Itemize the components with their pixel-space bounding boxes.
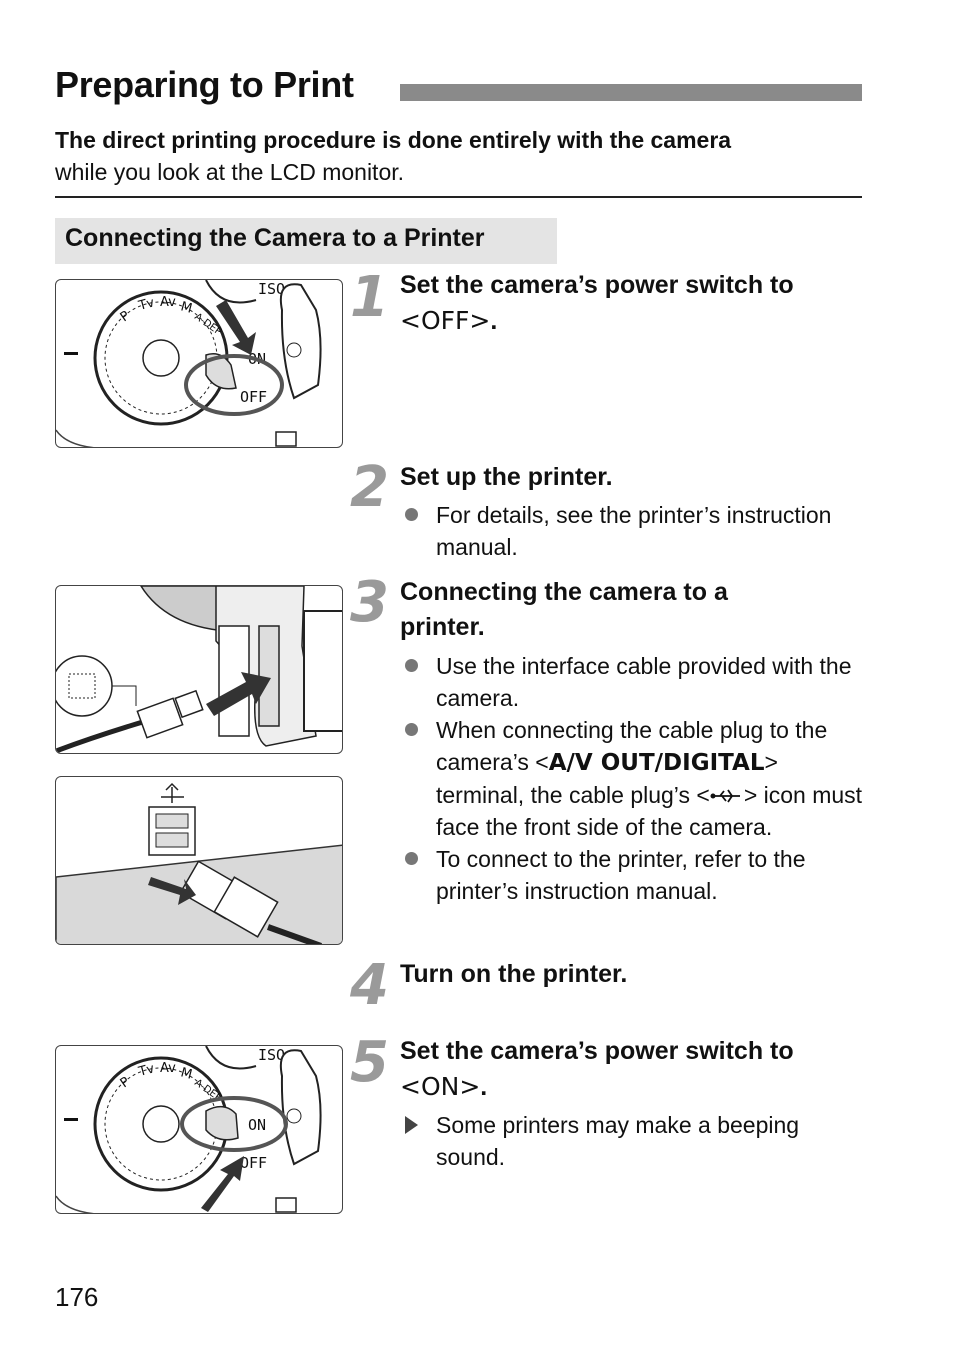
step-5-heading-period: .: [480, 1073, 488, 1101]
step-2-bullets: For details, see the printer’s instructi…: [405, 499, 870, 563]
intro-paragraph: The direct printing procedure is done en…: [55, 124, 865, 188]
step-5-bullets: Some printers may make a beeping sound.: [405, 1109, 870, 1173]
bullet-icon: [405, 714, 436, 843]
list-item: When connecting the cable plug to the ca…: [405, 714, 870, 843]
figure-power-on: P Tv Av M A-DEP ISO ON OFF: [55, 1045, 343, 1214]
bullet-text: For details, see the printer’s instructi…: [436, 502, 832, 560]
step-1-heading: Set the camera’s power switch to <OFF>.: [400, 268, 870, 339]
off-label: OFF: [240, 388, 267, 406]
iso-label: ISO: [258, 1046, 285, 1064]
bullet-text-part: > icon must face the front side of the c…: [436, 782, 863, 840]
step-5-on-code: <ON>: [400, 1072, 481, 1101]
step-2-number: 2: [350, 455, 389, 520]
step-1-number: 1: [350, 265, 389, 330]
figure-power-off: P Tv Av M A-DEP ISO ON OFF: [55, 279, 343, 448]
intro-bold: The direct printing procedure is done en…: [55, 127, 732, 153]
dial-label-av: Av: [160, 295, 176, 310]
iso-label: ISO: [258, 280, 285, 298]
bullet-text: When connecting the cable plug to the ca…: [436, 714, 870, 843]
bullet-icon: [405, 499, 436, 563]
figure-cable-connect: [55, 585, 343, 754]
dial-label-m: M: [179, 299, 194, 316]
dial-label-tv: Tv: [136, 1061, 156, 1080]
page-number: 176: [55, 1282, 99, 1312]
step-4-heading: Turn on the printer.: [400, 960, 628, 988]
step-3-heading: Connecting the camera to a printer.: [400, 578, 728, 641]
step-2-heading: Set up the printer.: [400, 463, 613, 491]
divider: [55, 196, 862, 198]
dial-label-tv: Tv: [136, 295, 156, 314]
bullet-text: Use the interface cable provided with th…: [436, 653, 852, 711]
bullet-text-part: When connecting the cable plug to the ca…: [436, 717, 828, 775]
step-3-number: 3: [350, 570, 389, 635]
list-item: For details, see the printer’s instructi…: [405, 499, 870, 563]
arrow-icon: [405, 1109, 436, 1173]
dial-label-av: Av: [160, 1061, 176, 1076]
list-item: Some printers may make a beeping sound.: [405, 1109, 870, 1173]
on-label: ON: [248, 1116, 266, 1134]
list-item: To connect to the printer, refer to the …: [405, 843, 870, 907]
page-title: Preparing to Print: [55, 64, 354, 105]
step-1-off-code: <OFF>: [400, 306, 491, 335]
intro-normal: while you look at the LCD monitor.: [55, 159, 405, 185]
list-item: Use the interface cable provided with th…: [405, 650, 870, 714]
step-5-heading-text: Set the camera’s power switch to: [400, 1037, 794, 1065]
bullet-text-part: > terminal, the cable plug’s <: [436, 749, 778, 808]
usb-icon: [161, 782, 184, 803]
av-out-digital-code: A/V OUT/DIGITAL: [548, 750, 765, 776]
step-5-number: 5: [350, 1030, 389, 1095]
usb-icon: [710, 789, 740, 803]
title-rule-bar: [400, 84, 862, 101]
bullet-text: Some printers may make a beeping sound.: [436, 1112, 800, 1170]
step-4-number: 4: [350, 953, 389, 1018]
figure-usb-plug: [55, 776, 343, 945]
step-3-bullets: Use the interface cable provided with th…: [405, 650, 870, 907]
dial-label-m: M: [179, 1065, 194, 1082]
off-label: OFF: [240, 1154, 267, 1172]
step-1-heading-text: Set the camera’s power switch to: [400, 271, 794, 299]
bullet-icon: [405, 650, 436, 714]
bullet-icon: [405, 843, 436, 907]
bullet-text: To connect to the printer, refer to the …: [436, 846, 806, 904]
section-heading: Connecting the Camera to a Printer: [55, 218, 557, 264]
step-1-heading-period: .: [490, 307, 498, 335]
step-5-heading: Set the camera’s power switch to <ON>.: [400, 1034, 870, 1105]
